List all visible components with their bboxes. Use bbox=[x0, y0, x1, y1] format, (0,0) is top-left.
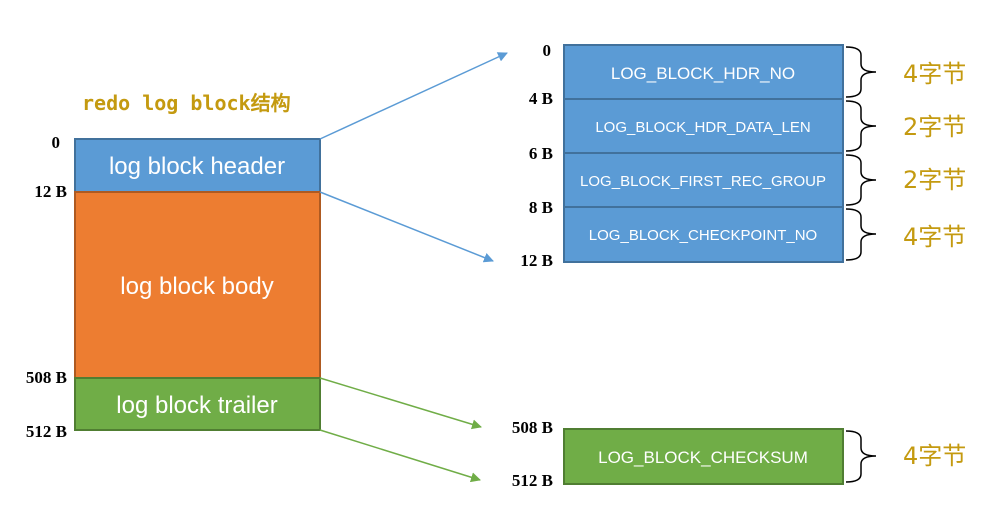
log-block: log block header log block body log bloc… bbox=[26, 133, 321, 441]
field-hdr-data-len-label: LOG_BLOCK_HDR_DATA_LEN bbox=[595, 119, 810, 136]
diagram-title: redo log block结构 bbox=[82, 91, 291, 115]
brace-first-rec-group bbox=[845, 154, 877, 206]
log-block-header bbox=[74, 138, 321, 193]
bytes-hdr-no: 4字节 bbox=[903, 60, 966, 88]
log-block-trailer-label: log block trailer bbox=[116, 392, 277, 419]
field-checksum-label: LOG_BLOCK_CHECKSUM bbox=[598, 448, 808, 467]
header-offset-6: 6 B bbox=[529, 144, 553, 163]
trailer-offset-512: 512 B bbox=[512, 471, 553, 490]
block-offset-12: 12 B bbox=[34, 182, 67, 201]
arrow-header-top bbox=[319, 52, 508, 140]
brace-hdr-no bbox=[845, 46, 877, 98]
field-first-rec-group-label: LOG_BLOCK_FIRST_REC_GROUP bbox=[580, 173, 826, 190]
log-block-body bbox=[74, 191, 321, 379]
field-hdr-no bbox=[563, 44, 844, 100]
bytes-checksum: 4字节 bbox=[903, 442, 966, 470]
log-block-body-label: log block body bbox=[120, 273, 273, 300]
bytes-hdr-data-len: 2字节 bbox=[903, 113, 966, 141]
block-offset-508: 508 B bbox=[26, 368, 67, 387]
block-offset-0: 0 bbox=[52, 133, 61, 152]
trailer-fields: LOG_BLOCK_CHECKSUM 508 B 512 B 4字节 bbox=[512, 418, 966, 490]
bytes-first-rec-group: 2字节 bbox=[903, 166, 966, 194]
log-block-header-label: log block header bbox=[109, 153, 285, 180]
brace-checksum bbox=[845, 430, 877, 483]
header-offset-4: 4 B bbox=[529, 89, 553, 108]
brace-hdr-data-len bbox=[845, 100, 877, 152]
field-hdr-no-label: LOG_BLOCK_HDR_NO bbox=[611, 64, 795, 83]
field-checkpoint-no bbox=[563, 206, 844, 263]
arrow-header-bottom bbox=[319, 191, 494, 263]
header-offset-8: 8 B bbox=[529, 198, 553, 217]
header-offset-12: 12 B bbox=[520, 251, 553, 270]
trailer-offset-508: 508 B bbox=[512, 418, 553, 437]
arrow-trailer-top bbox=[319, 377, 482, 430]
field-checksum bbox=[563, 428, 844, 485]
header-offset-0: 0 bbox=[543, 41, 552, 60]
bytes-checkpoint-no: 4字节 bbox=[903, 223, 966, 251]
log-block-trailer bbox=[74, 377, 321, 431]
header-fields: LOG_BLOCK_HDR_NO LOG_BLOCK_HDR_DATA_LEN … bbox=[520, 41, 966, 270]
brace-checkpoint-no bbox=[845, 208, 877, 261]
arrow-trailer-bottom bbox=[319, 429, 481, 483]
block-offset-512: 512 B bbox=[26, 422, 67, 441]
field-checkpoint-no-label: LOG_BLOCK_CHECKPOINT_NO bbox=[589, 227, 817, 244]
field-first-rec-group bbox=[563, 152, 844, 208]
